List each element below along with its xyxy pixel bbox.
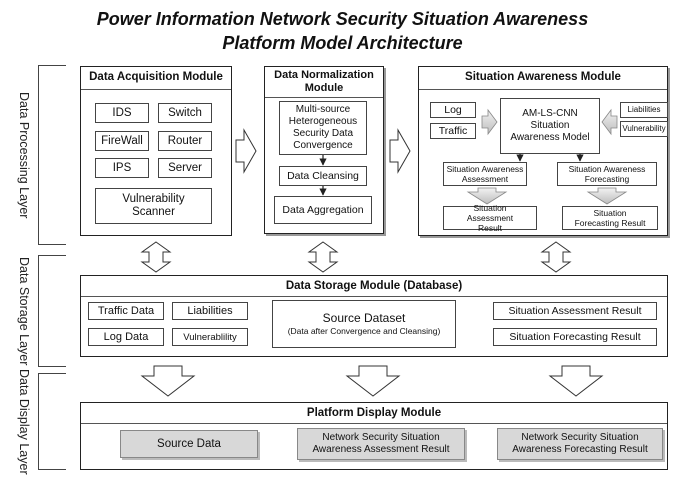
- source-dataset-box: Source Dataset (Data after Convergence a…: [272, 300, 456, 348]
- awareness-assessment-box: Situation Awareness Assessment: [443, 162, 527, 186]
- switch-box: Switch: [158, 103, 212, 123]
- acquisition-storage-bidirectional-arrow: [140, 241, 172, 273]
- source-dataset-label: Source Dataset: [322, 311, 406, 325]
- source-dataset-note: (Data after Convergence and Cleansing): [287, 326, 441, 336]
- storage-vulnerability-box: Vulnerablility: [172, 328, 248, 346]
- traffic-input-box: Traffic: [430, 123, 476, 139]
- log-data-box: Log Data: [88, 328, 164, 346]
- platform-display-title: Platform Display Module: [306, 407, 442, 419]
- data-aggregation-box: Data Aggregation: [274, 196, 372, 224]
- situation-forecasting-result-box: Situation Forecasting Result: [562, 206, 658, 230]
- display-layer-bracket: [38, 373, 66, 470]
- convergence-box: Multi-source Heterogeneous Security Data…: [279, 101, 367, 155]
- display-layer-label: Data Display Layer: [17, 368, 31, 475]
- divider: [81, 296, 667, 297]
- awareness-storage-bidirectional-arrow: [540, 241, 572, 273]
- storage-to-assessment-display-arrow: [345, 365, 401, 397]
- divider: [81, 423, 667, 424]
- log-input-box: Log: [430, 102, 476, 118]
- storage-to-source-display-arrow: [140, 365, 196, 397]
- storage-assessment-result-box: Situation Assessment Result: [493, 302, 657, 320]
- diagram-title-line1: Power Information Network Security Situa…: [96, 9, 589, 29]
- diagram-title-line2: Platform Model Architecture: [222, 33, 463, 53]
- firewall-box: FireWall: [95, 131, 149, 151]
- situation-assessment-result-box: Situation Assessment Result: [443, 203, 537, 233]
- am-ls-cnn-model-box: AM-LS-CNN Situation Awareness Model: [500, 98, 600, 154]
- data-cleansing-box: Data Cleansing: [279, 166, 367, 186]
- processing-layer-label: Data Processing Layer: [17, 91, 31, 219]
- normalization-storage-bidirectional-arrow: [307, 241, 339, 273]
- storage-forecasting-result-box: Situation Forecasting Result: [493, 328, 657, 346]
- display-assessment-result-box: Network Security Situation Awareness Ass…: [297, 428, 465, 460]
- storage-liabilities-box: Liabilities: [172, 302, 248, 320]
- divider: [265, 97, 383, 98]
- storage-layer-bracket: [38, 255, 66, 367]
- ids-box: IDS: [95, 103, 149, 123]
- vulnerability-scanner-box: Vulnerability Scanner: [95, 188, 212, 224]
- processing-layer-bracket: [38, 65, 66, 245]
- acquisition-to-normalization-arrow: [235, 128, 257, 174]
- divider: [419, 89, 667, 90]
- vulnerability-input-box: Vulnerability: [620, 121, 668, 137]
- liabilities-to-model-arrow: [601, 108, 618, 136]
- assessment-to-result-arrow: [466, 187, 508, 205]
- display-forecasting-result-box: Network Security Situation Awareness For…: [497, 428, 663, 460]
- source-data-box: Source Data: [120, 430, 258, 458]
- normalization-to-awareness-arrow: [389, 128, 411, 174]
- divider: [81, 89, 231, 90]
- data-storage-title: Data Storage Module (Database): [285, 280, 463, 292]
- traffic-data-box: Traffic Data: [88, 302, 164, 320]
- ips-box: IPS: [95, 158, 149, 178]
- liabilities-input-box: Liabilities: [620, 102, 668, 118]
- awareness-forecasting-box: Situation Awareness Forecasting: [557, 162, 657, 186]
- storage-to-forecasting-display-arrow: [548, 365, 604, 397]
- data-normalization-title: Data Normalization Module: [274, 69, 374, 94]
- router-box: Router: [158, 131, 212, 151]
- log-traffic-to-model-arrow: [481, 108, 498, 136]
- forecasting-to-result-arrow: [586, 187, 628, 205]
- situation-awareness-title: Situation Awareness Module: [465, 71, 621, 83]
- storage-layer-label: Data Storage Layer: [17, 256, 31, 366]
- server-box: Server: [158, 158, 212, 178]
- data-acquisition-title: Data Acquisition Module: [89, 71, 223, 83]
